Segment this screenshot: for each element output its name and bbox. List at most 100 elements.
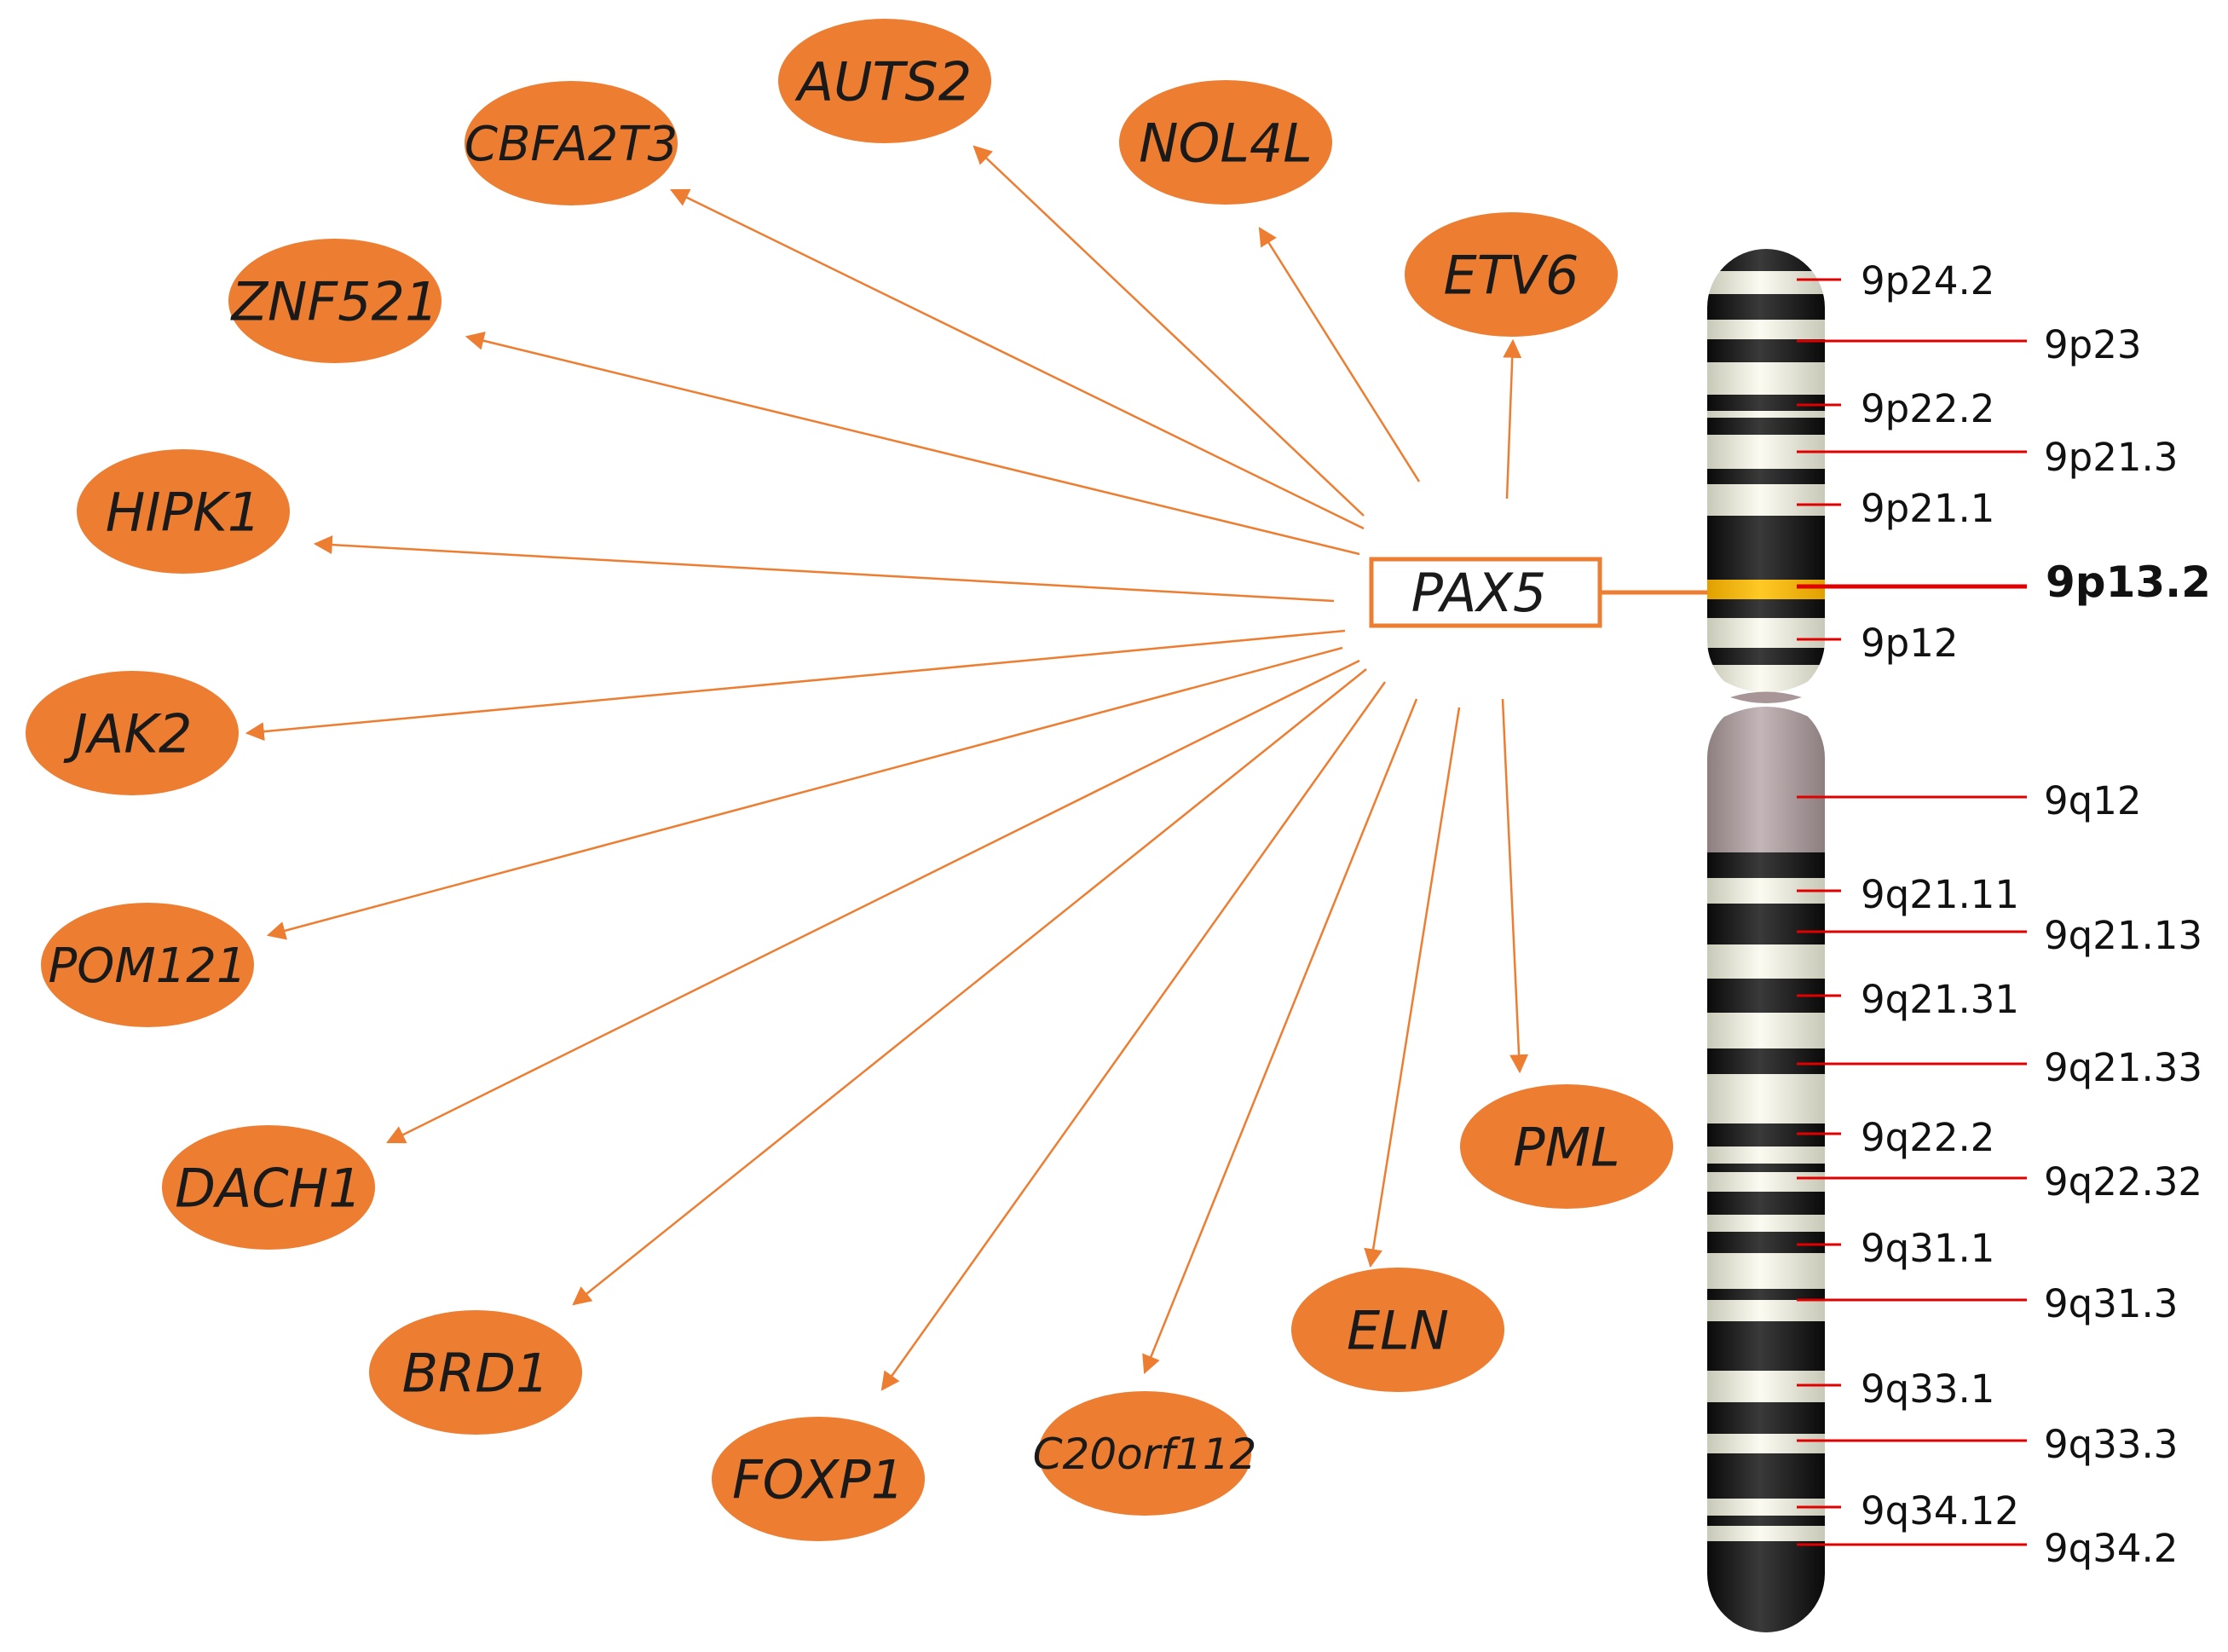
gene-ellipse [712, 1417, 925, 1541]
gene-ellipse [778, 19, 991, 143]
chromosome-band [1707, 1253, 1825, 1290]
band-label-9q33-1: 9q33.1 [1861, 1366, 1994, 1412]
band-label-9q31-1: 9q31.1 [1861, 1226, 1994, 1271]
arrow-to-znf521 [465, 331, 1360, 556]
gene-node-foxp1: FOXP1 [712, 1417, 925, 1541]
band-label-9q12: 9q12 [2044, 778, 2141, 823]
chromosome-band [1707, 648, 1825, 666]
gene-label: POM121 [48, 939, 246, 994]
gene-node-pom121: POM121 [41, 903, 254, 1027]
chromosome-band [1707, 1192, 1825, 1216]
gene-ellipse [26, 671, 239, 795]
chromosome-band [1707, 904, 1825, 945]
chromosome-band [1707, 1123, 1825, 1147]
arrow-to-pml [1501, 698, 1529, 1074]
gene-node-hipk1: HIPK1 [77, 449, 290, 574]
band-label-9p21-1: 9p21.1 [1861, 486, 1994, 531]
chromosome-band [1707, 516, 1825, 529]
arrow-to-cbfa2t3 [670, 188, 1365, 530]
gene-label: AUTS2 [794, 50, 972, 113]
band-label-9q21-13: 9q21.13 [2044, 913, 2202, 958]
chromosome-band [1707, 484, 1825, 517]
gene-node-znf521: ZNF521 [228, 239, 442, 363]
chromosome-band [1707, 529, 1825, 581]
gene-label: FOXP1 [732, 1448, 904, 1510]
gene-node-cbfa2t3: CBFA2T3 [465, 81, 678, 205]
gene-ellipse [162, 1125, 375, 1250]
chromosome-band [1707, 1516, 1825, 1527]
gene-label: JAK2 [63, 702, 193, 765]
arrow-to-foxp1 [880, 681, 1387, 1391]
chromosome-band [1707, 395, 1825, 412]
gene-ellipse [228, 239, 442, 363]
chromosome-band [1707, 1371, 1825, 1403]
gene-label: PML [1513, 1116, 1619, 1178]
gene-ellipse [369, 1310, 582, 1435]
chromosome-band [1707, 618, 1825, 649]
chromosome-band [1707, 411, 1825, 419]
gene-label: C20orf112 [1033, 1430, 1257, 1479]
chromosome-band [1707, 339, 1825, 363]
chromosome-band [1707, 469, 1825, 485]
chromosome-band [1707, 852, 1825, 879]
gene-label: DACH1 [175, 1157, 362, 1219]
gene-label: HIPK1 [106, 481, 261, 543]
chromosome-band [1707, 1013, 1825, 1049]
gene-label: NOL4L [1139, 112, 1313, 174]
chromosome-band [1707, 1232, 1825, 1254]
chromosome-band [1707, 271, 1825, 295]
center-gene-label: PAX5 [1411, 562, 1547, 624]
chromosome-band [1707, 599, 1825, 619]
gene-label: BRD1 [402, 1342, 550, 1404]
gene-node-dach1: DACH1 [162, 1125, 375, 1250]
arrow-to-auts2 [973, 145, 1365, 517]
band-label-9p24-2: 9p24.2 [1861, 258, 1994, 303]
p-arm [1707, 249, 1825, 699]
arrow-to-pom121 [266, 646, 1343, 940]
chromosome-band [1707, 1172, 1825, 1193]
gene-label: CBFA2T3 [465, 117, 678, 172]
chromosome-band [1707, 362, 1825, 396]
chromosome-9 [1700, 249, 1833, 1632]
chromosome-band [1707, 1048, 1825, 1075]
chromosome-band [1707, 1453, 1825, 1499]
gene-label: ZNF521 [230, 270, 439, 332]
gene-node-eln: ELN [1291, 1268, 1504, 1392]
gene-node-brd1: BRD1 [369, 1310, 582, 1435]
chromosome-band [1707, 1402, 1825, 1435]
band-label-9q21-11: 9q21.11 [1861, 872, 2019, 917]
gene-label: ELN [1347, 1299, 1449, 1361]
chromosome-band [1707, 1321, 1825, 1372]
center-gene-box: PAX5 [1369, 557, 1602, 628]
gene-ellipse [77, 449, 290, 574]
arrow-to-etv6 [1503, 338, 1522, 500]
gene-ellipse [465, 81, 678, 205]
gene-node-pml: PML [1460, 1084, 1673, 1209]
band-label-9q22-2: 9q22.2 [1861, 1115, 1994, 1160]
band-label-9p23: 9p23 [2044, 322, 2141, 367]
arrow-to-brd1 [572, 668, 1367, 1306]
arrow-to-hipk1 [313, 535, 1335, 603]
gene-node-nol4l: NOL4L [1119, 80, 1332, 205]
connector-arrows [245, 145, 1529, 1391]
band-label-9p12: 9p12 [1861, 621, 1958, 666]
arrow-to-nol4l [1258, 227, 1421, 482]
gene-ellipse [1119, 80, 1332, 205]
arrow-to-dach1 [386, 659, 1360, 1144]
chromosome-band [1707, 1147, 1825, 1164]
gene-node-auts2: AUTS2 [778, 19, 991, 143]
chromosome-band [1707, 1215, 1825, 1233]
chromosome-band [1707, 1499, 1825, 1516]
chromosome-band [1707, 944, 1825, 979]
gene-ellipse [1460, 1084, 1673, 1209]
chromosome-band [1707, 1526, 1825, 1542]
band-label-9q34-2: 9q34.2 [2044, 1526, 2178, 1571]
chromosome-band [1707, 1434, 1825, 1454]
band-label-9p22-2: 9p22.2 [1861, 386, 1994, 431]
centromere-band [1707, 699, 1825, 853]
chromosome-band [1707, 294, 1825, 321]
gene-node-etv6: ETV6 [1405, 212, 1618, 337]
arrow-to-c20orf112 [1142, 698, 1418, 1375]
